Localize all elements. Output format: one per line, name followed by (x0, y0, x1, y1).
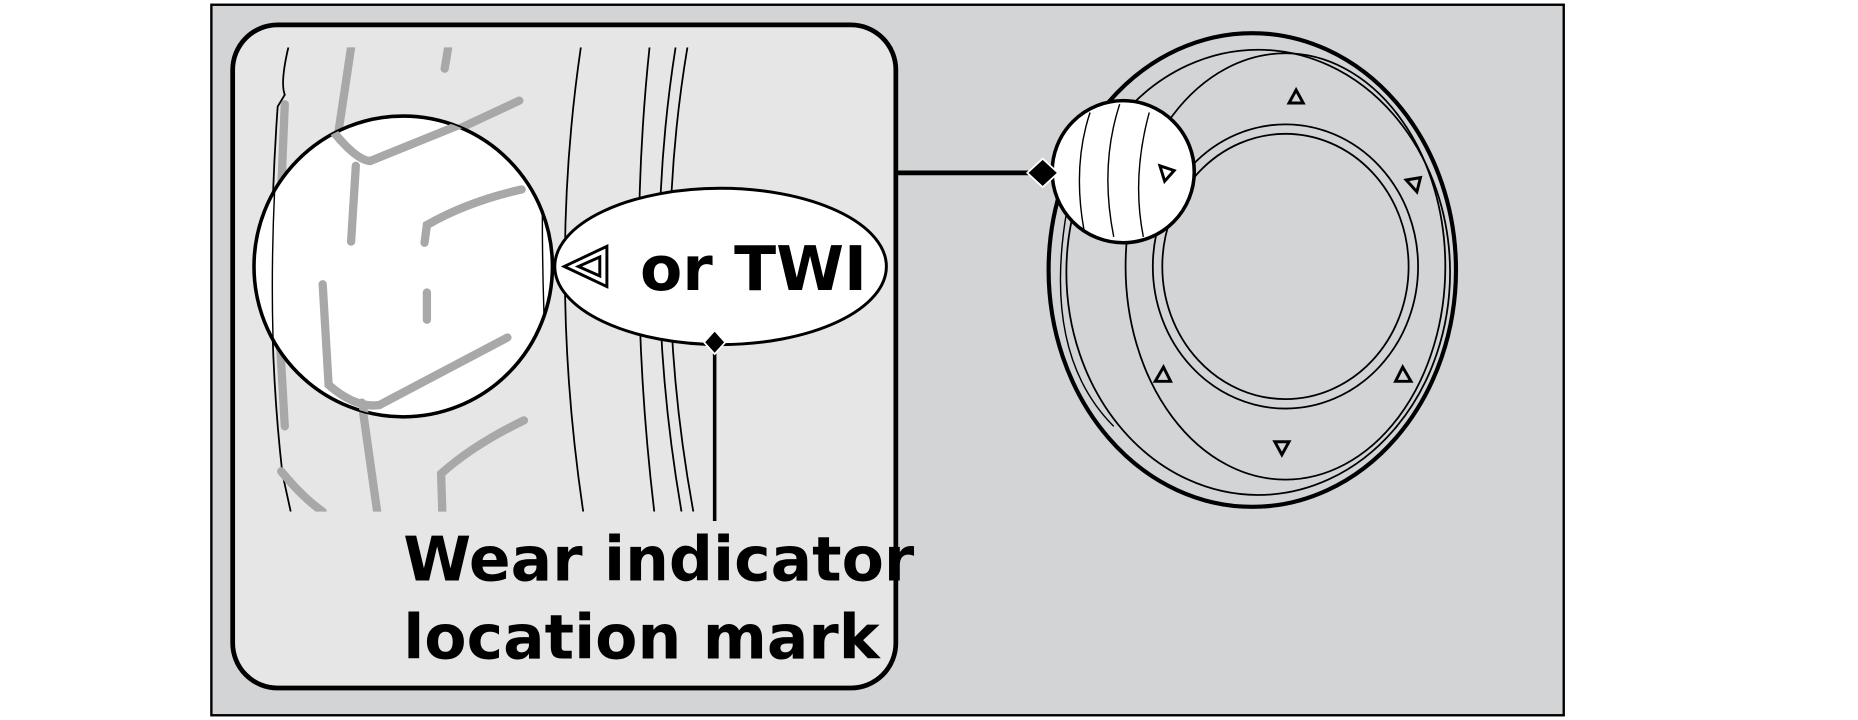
label-line-2: location mark (403, 601, 882, 673)
callout-text: or TWI (640, 233, 867, 305)
label-line-1: Wear indicator (403, 523, 915, 595)
magnified-tread-circle (252, 114, 555, 419)
twi-mark-icons (1152, 86, 1423, 458)
twi-mark-icon (1152, 363, 1173, 383)
twi-mark-icon (1393, 363, 1414, 383)
diamond-pointer-icon (1025, 157, 1060, 189)
twi-mark-icon (1403, 175, 1423, 195)
twi-mark-icon (1157, 163, 1177, 185)
twi-mark-icon (1272, 440, 1292, 458)
twi-mark-icon (1286, 86, 1306, 105)
triangle-left-icon (560, 243, 609, 289)
diamond-pointer-icon (702, 329, 727, 356)
magnified-tread-grooves (271, 116, 553, 417)
